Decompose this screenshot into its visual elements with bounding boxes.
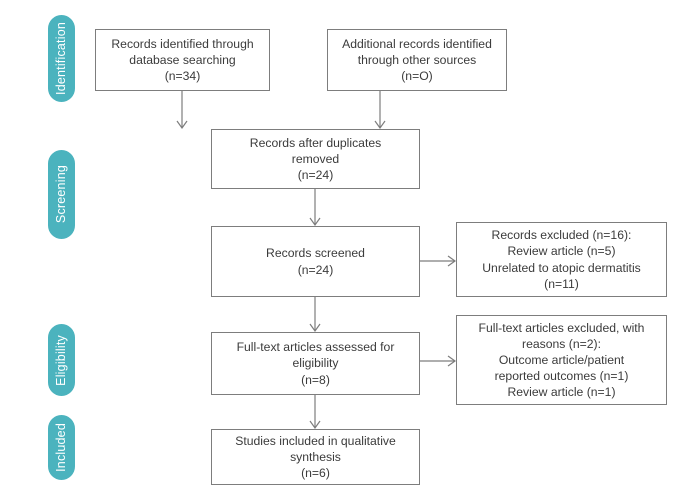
stage-pill-identification: Identification [48, 15, 75, 102]
arrowhead-additional-to-duplicates [374, 120, 386, 130]
stage-label-identification: Identification [54, 22, 69, 95]
box-records-screened: Records screened (n=24) [211, 226, 420, 297]
stage-pill-eligibility: Eligibility [48, 324, 75, 396]
box-records-after-duplicates-text: Records after duplicates removed (n=24) [249, 135, 382, 183]
box-fulltext-excluded: Full-text articles excluded, with reason… [456, 315, 667, 405]
box-records-after-duplicates: Records after duplicates removed (n=24) [211, 129, 420, 189]
stage-label-included: Included [54, 423, 69, 472]
arrowhead-screened-to-fulltext [309, 323, 321, 333]
box-studies-included-text: Studies included in qualitative synthesi… [235, 433, 396, 481]
arrowhead-fulltext-to-excluded [447, 355, 457, 367]
arrowhead-duplicates-to-screened [309, 217, 321, 227]
box-records-identified: Records identified through database sear… [95, 29, 270, 91]
arrowhead-identified-to-duplicates [176, 120, 188, 130]
box-fulltext-excluded-text: Full-text articles excluded, with reason… [478, 320, 645, 400]
box-fulltext-assessed-text: Full-text articles assessed for eligibil… [236, 340, 395, 387]
arrowhead-fulltext-to-included [309, 420, 321, 430]
box-studies-included: Studies included in qualitative synthesi… [211, 429, 420, 485]
box-additional-records: Additional records identified through ot… [327, 29, 507, 91]
stage-label-eligibility: Eligibility [54, 334, 69, 386]
arrowhead-screened-to-excluded [447, 255, 457, 267]
box-records-screened-text: Records screened (n=24) [266, 246, 365, 277]
box-fulltext-assessed: Full-text articles assessed for eligibil… [211, 332, 420, 395]
stage-pill-included: Included [48, 415, 75, 480]
box-records-identified-text: Records identified through database sear… [111, 36, 254, 84]
stage-pill-screening: Screening [48, 150, 75, 239]
stage-label-screening: Screening [54, 165, 69, 224]
box-records-excluded-text: Records excluded (n=16): Review article … [482, 228, 641, 291]
box-records-excluded: Records excluded (n=16): Review article … [456, 222, 667, 297]
box-additional-records-text: Additional records identified through ot… [342, 36, 492, 84]
